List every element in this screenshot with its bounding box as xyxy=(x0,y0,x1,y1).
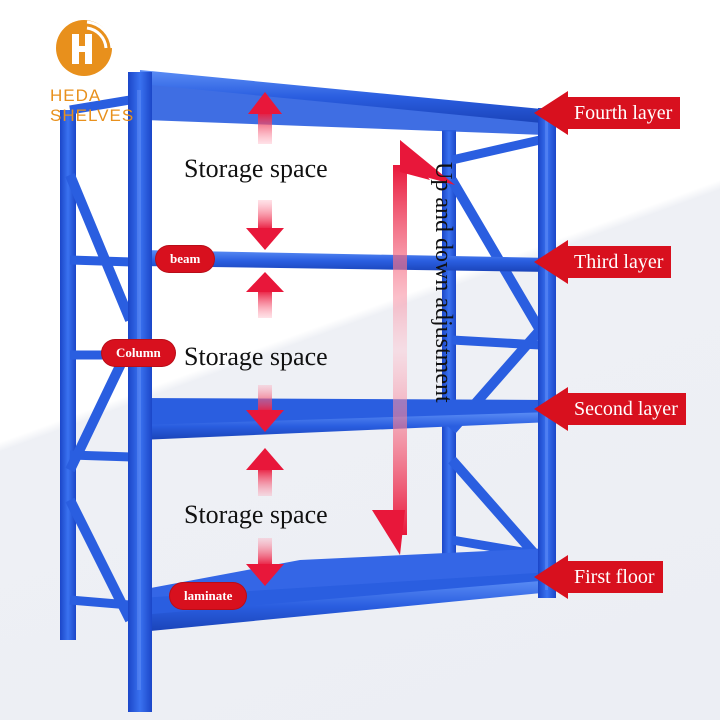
back-right-column xyxy=(442,130,456,560)
callout-label: Second layer xyxy=(566,393,686,425)
arrow-left-icon xyxy=(534,555,568,599)
up-down-adjustment-label: Up and down adjustment xyxy=(430,162,456,403)
arrow-left-icon xyxy=(534,387,568,431)
callout-label: Third layer xyxy=(566,246,672,278)
callout-label: Fourth layer xyxy=(566,97,681,129)
heda-logo-icon xyxy=(56,20,114,76)
brand-name: HEDA SHELVES xyxy=(50,86,135,125)
front-right-column xyxy=(538,108,556,598)
callout-first-floor: First floor xyxy=(534,555,663,599)
label-beam: beam xyxy=(156,246,215,272)
arrow-left-icon xyxy=(534,91,568,135)
storage-space-label-top: Storage space xyxy=(184,154,328,183)
arrow-left-icon xyxy=(534,240,568,284)
callout-label: First floor xyxy=(566,561,663,593)
storage-arrows xyxy=(246,92,284,586)
storage-space-label-bottom: Storage space xyxy=(184,500,328,529)
front-left-column xyxy=(128,72,152,712)
callout-fourth-layer: Fourth layer xyxy=(534,91,681,135)
callout-third-layer: Third layer xyxy=(534,240,672,284)
storage-space-label-middle: Storage space xyxy=(184,342,328,371)
callout-second-layer: Second layer xyxy=(534,387,686,431)
label-column: Column xyxy=(102,340,175,366)
label-laminate: laminate xyxy=(170,583,247,609)
up-down-arrow xyxy=(372,140,455,555)
brand-logo: HEDA SHELVES xyxy=(40,8,160,125)
